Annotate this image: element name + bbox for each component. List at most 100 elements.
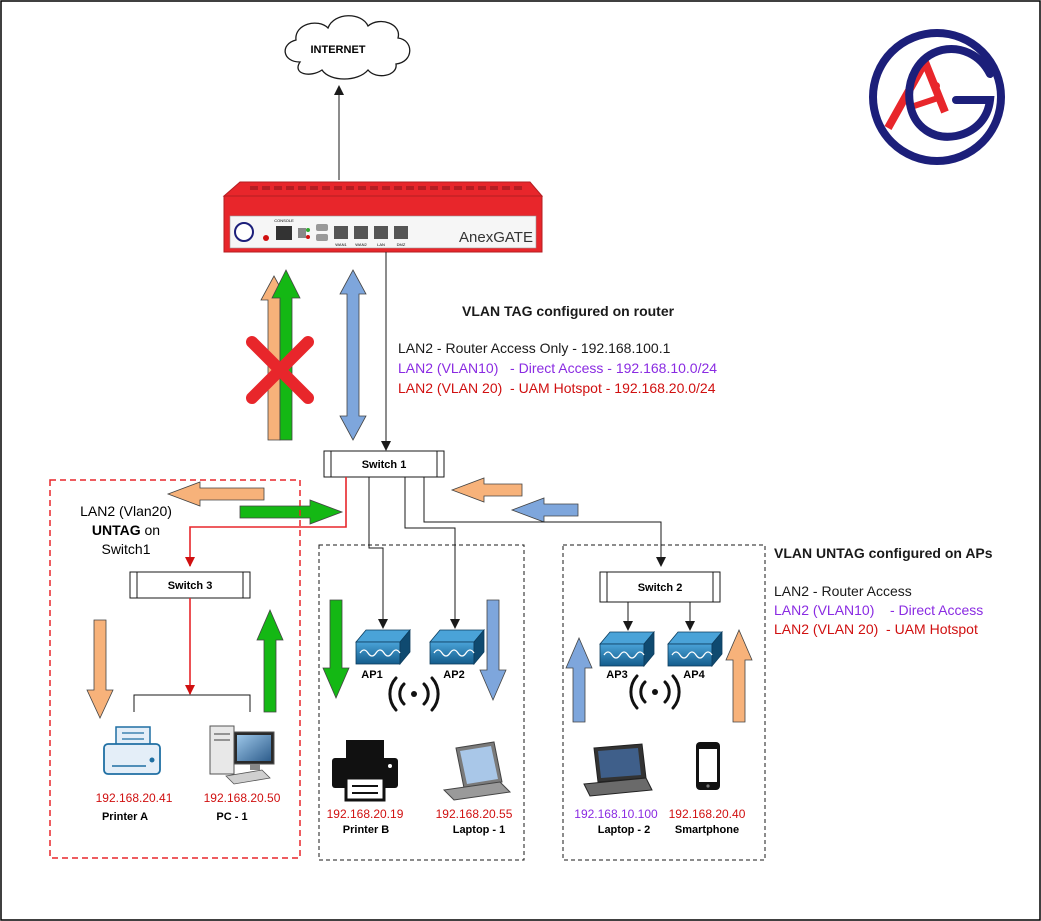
laptop-2-ip: 192.168.10.100: [574, 807, 658, 821]
green-down-arrow-mid: [322, 599, 350, 700]
blue-left-arrow-right: [510, 497, 579, 523]
logo-dot: [932, 82, 940, 90]
port-wan1: [334, 226, 348, 239]
switch3-device-bus: [133, 694, 251, 712]
ap-config-title: VLAN UNTAG configured on APs: [774, 545, 993, 561]
router-ethernet-ports: [334, 226, 408, 239]
printer-b-ip: 192.168.20.19: [327, 807, 404, 821]
wifi-signal-icon-mid: [388, 676, 440, 712]
untag-note-line2: UNTAG on: [92, 522, 160, 538]
printer-b-name: Printer B: [343, 824, 390, 836]
pc1-ip: 192.168.20.50: [204, 791, 281, 805]
link-switch1-ap1: [368, 477, 388, 629]
blue-down-arrow-mid: [479, 599, 507, 702]
green-right-arrow-s1: [239, 499, 344, 525]
router-usb-a: [316, 224, 328, 231]
smartphone-ip: 192.168.20.40: [669, 807, 746, 821]
wifi-signal-icon-right: [629, 674, 681, 710]
link-switch1-switch2: [423, 477, 666, 567]
router-vents: [250, 186, 522, 190]
router-usb-b: [316, 234, 328, 241]
laptop-2-icon: [583, 743, 653, 797]
pc1-name: PC - 1: [216, 811, 247, 823]
laptop-1-icon: [442, 741, 512, 801]
port-label-console: CONSOLE: [274, 218, 294, 223]
ap1-icon: [355, 628, 411, 666]
ap2-icon: [429, 628, 485, 666]
router-config-title: VLAN TAG configured on router: [462, 303, 675, 319]
router-config-line-2: LAN2 (VLAN10) - Direct Access - 192.168.…: [398, 360, 717, 376]
laptop-1-name: Laptop - 1: [453, 824, 506, 836]
switch-1-label: Switch 1: [362, 459, 407, 471]
orange-left-arrow-right: [450, 477, 523, 503]
port-label-wan1: WAN1: [335, 242, 347, 247]
untag-note-line3: Switch1: [101, 541, 150, 557]
router-config-line-1: LAN2 - Router Access Only - 192.168.100.…: [398, 340, 671, 356]
ap-config-line-3: LAN2 (VLAN 20) - UAM Hotspot: [774, 621, 978, 637]
red-x-icon: [246, 336, 314, 404]
ap1-label: AP1: [361, 669, 382, 681]
orange-left-arrow-s1: [166, 481, 265, 507]
router-led-2: [306, 235, 310, 239]
router-brand: AnexGATE: [459, 229, 533, 246]
ap4-label: AP4: [683, 669, 705, 681]
printer-a-ip: 192.168.20.41: [96, 791, 173, 805]
ap-zone-right: [562, 544, 766, 861]
internet-label: INTERNET: [311, 44, 366, 56]
link-switch1-ap2: [404, 477, 460, 629]
smartphone-name: Smartphone: [675, 824, 739, 836]
ap-vlan-config: VLAN UNTAG configured on APs LAN2 - Rout…: [774, 545, 993, 637]
switch-3-label: Switch 3: [168, 580, 213, 592]
laptop-1-ip: 192.168.20.55: [436, 807, 513, 821]
port-dmz: [394, 226, 408, 239]
ap4-icon: [667, 630, 723, 668]
port-label-wan2: WAN2: [355, 242, 367, 247]
untag-note-on: on: [141, 522, 160, 538]
vlan20-untag-zone: [49, 479, 301, 859]
internet-cloud: INTERNET: [284, 15, 411, 80]
router-vlan-config: VLAN TAG configured on router LAN2 - Rou…: [398, 303, 717, 396]
switch-2: Switch 2: [599, 571, 721, 603]
untag-note-line1: LAN2 (Vlan20): [80, 503, 172, 519]
orange-up-arrow-right: [725, 628, 753, 723]
blue-up-arrow-right: [565, 636, 593, 723]
switch-2-label: Switch 2: [638, 582, 683, 594]
pc-icon: [209, 725, 275, 785]
router-led-1: [306, 228, 310, 232]
ap-config-line-2: LAN2 (VLAN10) - Direct Access: [774, 602, 983, 618]
router-config-line-3: LAN2 (VLAN 20) - UAM Hotspot - 192.168.2…: [398, 380, 716, 396]
router-usb-port: [298, 228, 306, 238]
switch-3: Switch 3: [129, 571, 251, 599]
link-switch1-switch3: [185, 477, 347, 567]
port-label-dmz: DMZ: [397, 242, 406, 247]
printer-a-icon: [103, 726, 161, 775]
ap-config-line-1: LAN2 - Router Access: [774, 583, 912, 599]
untag-note-bold: UNTAG: [92, 522, 141, 538]
printer-b-icon: [332, 740, 398, 802]
port-wan2: [354, 226, 368, 239]
blue-bidirectional-arrow: [339, 269, 367, 441]
ag-logo: [869, 29, 1005, 165]
switch-1: Switch 1: [323, 450, 445, 478]
orange-down-arrow-s3: [86, 619, 114, 719]
blocked-traffic: [246, 269, 314, 441]
ap2-label: AP2: [443, 669, 464, 681]
anexgate-router: CONSOLE WAN1 WAN2 LAN DMZ AnexGATE: [222, 181, 544, 253]
logo-letter-g: [905, 45, 995, 141]
logo-ring: [869, 29, 1005, 165]
green-up-arrow-blocked: [271, 269, 301, 441]
smartphone-icon: [696, 742, 720, 790]
green-up-arrow-s3: [256, 608, 284, 713]
ap-zone-middle: [318, 544, 525, 861]
router-logo-badge: [234, 222, 254, 242]
ap3-label: AP3: [606, 669, 627, 681]
laptop-2-name: Laptop - 2: [598, 824, 651, 836]
port-label-lan: LAN: [377, 242, 385, 247]
printer-a-name: Printer A: [102, 811, 148, 823]
untag-note: LAN2 (Vlan20) UNTAG on Switch1: [80, 503, 172, 557]
router-console-port: [276, 226, 292, 240]
router-power-led: [263, 235, 269, 241]
